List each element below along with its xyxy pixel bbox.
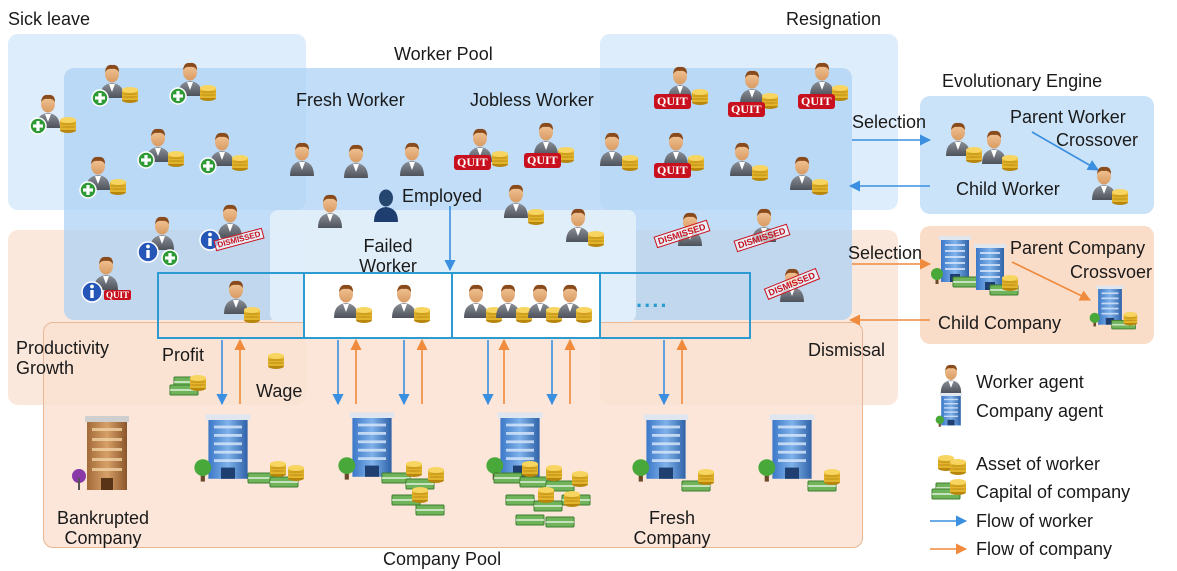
productivity-line-2: Growth — [16, 358, 75, 378]
job-slot-4 — [599, 272, 751, 339]
parent-worker — [982, 130, 1018, 171]
sick-worker — [29, 94, 76, 135]
legend-company-agent: Company agent — [976, 401, 1104, 421]
jobless-worker — [566, 208, 604, 247]
crossvoer-label: Crossvoer — [1070, 262, 1153, 282]
employed-label: Employed — [402, 186, 483, 206]
sick-worker — [169, 62, 216, 105]
resignation-label: Resignation — [786, 9, 882, 29]
company-agent-icon — [935, 393, 963, 427]
bankrupted-company-label: Bankrupted Company — [43, 508, 163, 548]
productivity-line-1: Productivity — [16, 338, 110, 358]
crossover-arrow — [1031, 131, 1099, 171]
sick-leave-label: Sick leave — [8, 9, 91, 29]
company — [194, 414, 251, 482]
child-worker-label: Child Worker — [956, 179, 1060, 199]
quit-badge: QUIT — [728, 102, 765, 117]
child-company-label: Child Company — [938, 313, 1062, 333]
employed-worker — [224, 280, 260, 323]
company-pool-region — [43, 322, 863, 548]
parent-worker — [946, 122, 982, 163]
quit-badge: QUIT — [654, 94, 691, 109]
failed-worker-label: Failed Worker — [348, 236, 428, 276]
sick-worker — [79, 156, 126, 199]
company-pool-label: Company Pool — [383, 549, 502, 569]
bankrupted-company-icon — [72, 416, 129, 490]
wage-label: Wage — [256, 381, 303, 401]
capital-of-company-icon — [931, 479, 966, 500]
slot-ellipsis: .... — [636, 287, 669, 312]
quit-badge: QUIT — [654, 163, 691, 178]
sick-worker — [91, 64, 138, 107]
company-capital — [807, 469, 840, 492]
crossvoer-arrow — [1011, 261, 1092, 301]
fresh-company-capital — [681, 469, 714, 492]
fresh-worker — [290, 142, 314, 176]
fresh-company-line-2: Company — [633, 528, 711, 548]
jobless-worker-label: Jobless Worker — [470, 90, 594, 110]
jobless-worker — [730, 142, 768, 181]
worker-agent-icon — [940, 364, 962, 393]
employed-worker-icon — [374, 189, 398, 222]
legend-asset-of-worker: Asset of worker — [976, 454, 1101, 474]
jobless-worker — [504, 184, 544, 225]
bankrupted-line-1: Bankrupted — [56, 508, 150, 528]
fresh-company-line-1: Fresh — [648, 508, 695, 528]
legend-worker-agent: Worker agent — [976, 372, 1084, 392]
failed-worker-line-2: Worker — [359, 256, 417, 276]
info-worker — [137, 216, 179, 267]
child-worker — [1092, 166, 1128, 205]
jobless-worker — [790, 156, 828, 195]
company — [338, 412, 395, 480]
child-company — [1089, 285, 1138, 330]
fresh-company-icon — [632, 414, 689, 482]
legend-flow-of-worker: Flow of worker — [976, 511, 1094, 531]
fresh-worker — [318, 194, 342, 228]
legend-capital-of-company: Capital of company — [976, 482, 1131, 502]
parent-company — [931, 236, 982, 288]
wage-coins-icon — [268, 353, 284, 369]
company — [758, 414, 815, 482]
failed-worker-line-1: Failed — [363, 236, 413, 256]
company-capital — [247, 461, 304, 488]
employed-worker — [496, 284, 532, 323]
job-slot-2 — [303, 272, 453, 339]
jobless-worker — [600, 132, 638, 171]
quit-badge: QUIT — [454, 155, 491, 170]
profit-cash-icon — [169, 375, 206, 396]
evolutionary-engine-label: Evolutionary Engine — [942, 71, 1103, 91]
fresh-worker-label: Fresh Worker — [296, 90, 405, 110]
profit-label: Profit — [162, 345, 205, 365]
selection-worker-label: Selection — [852, 112, 927, 132]
legend-flow-of-company: Flow of company — [976, 539, 1113, 559]
employed-worker — [528, 284, 562, 323]
sick-worker — [137, 128, 184, 169]
fresh-worker — [344, 144, 368, 178]
fresh-worker — [400, 142, 424, 176]
slot-company-flows — [216, 338, 688, 406]
employed-worker — [334, 284, 372, 323]
productivity-growth-label: Productivity Growth — [16, 338, 109, 378]
parent-worker-label: Parent Worker — [1010, 107, 1126, 127]
employed-worker — [392, 284, 430, 323]
selection-company-label: Selection — [848, 243, 923, 263]
sick-worker — [199, 132, 248, 175]
asset-of-worker-icon — [938, 455, 966, 475]
fresh-company-label: Fresh Company — [622, 508, 722, 548]
quit-badge: QUIT — [798, 94, 835, 109]
crossover-label: Crossover — [1056, 130, 1139, 150]
quit-badge: QUIT — [104, 290, 132, 300]
bankrupted-line-2: Company — [64, 528, 142, 548]
employed-worker — [558, 284, 592, 323]
worker-pool-label: Worker Pool — [394, 44, 493, 64]
dismissal-label: Dismissal — [808, 340, 886, 360]
parent-company-label: Parent Company — [1010, 238, 1146, 258]
quit-badge: QUIT — [524, 153, 561, 168]
